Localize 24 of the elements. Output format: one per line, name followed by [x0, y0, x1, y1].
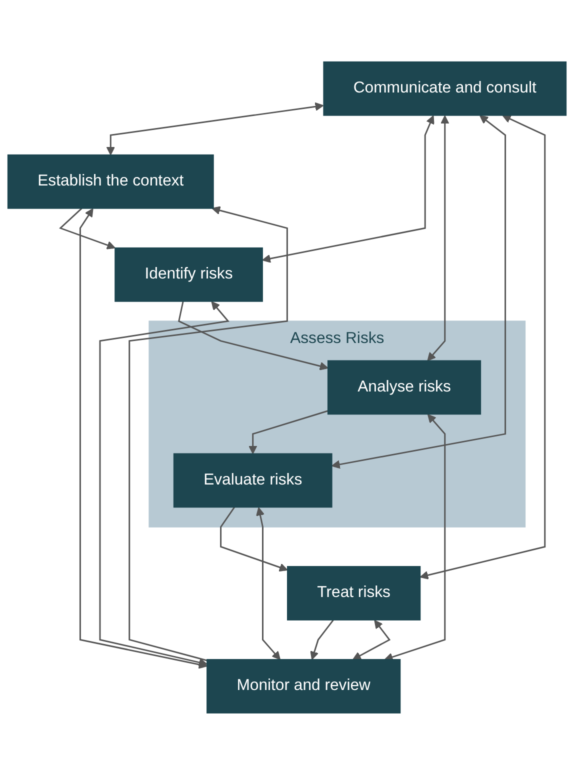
arrow: [248, 410, 328, 454]
node-box: [327, 360, 482, 414]
arrow: [420, 114, 546, 580]
arrow: [128, 206, 288, 661]
arrow: [256, 506, 281, 660]
arrow: [220, 506, 288, 572]
node-box: [173, 452, 332, 508]
cluster: [148, 320, 526, 527]
arrow: [262, 114, 434, 262]
node-box: [7, 154, 214, 208]
arrow: [352, 619, 391, 660]
node-box: [206, 658, 401, 714]
arrow: [384, 414, 446, 661]
node-box: [323, 60, 567, 116]
arrow: [106, 102, 324, 155]
node-box: [287, 566, 421, 620]
arrow: [427, 114, 450, 361]
arrow: [79, 208, 208, 668]
arrow: [99, 300, 230, 666]
node-box: [114, 247, 263, 302]
arrow: [331, 114, 506, 468]
arrow: [178, 300, 328, 370]
arrow: [310, 619, 334, 660]
arrow: [59, 207, 116, 249]
